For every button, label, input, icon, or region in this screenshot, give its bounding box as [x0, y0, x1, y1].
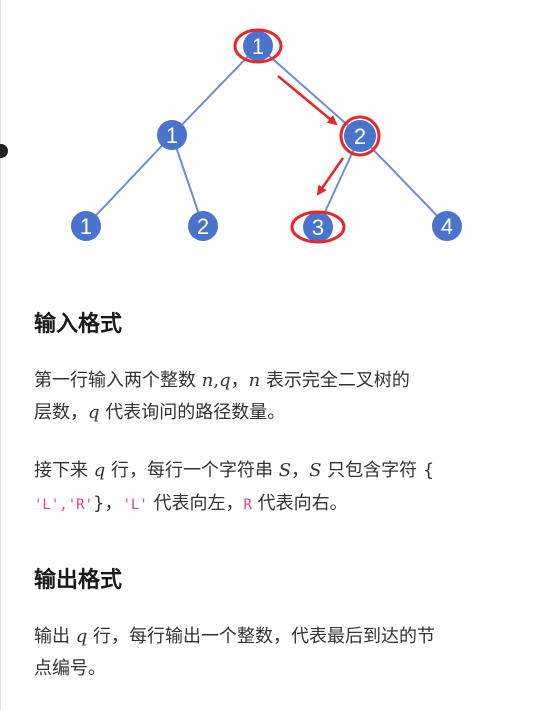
edge-left-right	[171, 134, 204, 227]
input-paragraph-1-line-1: 第一行输入两个整数 n,q，n 表示完全二叉树的	[34, 370, 410, 391]
input-paragraph-2-line-2: 'L','R'}，'L' 代表向左，R 代表向右。	[34, 493, 348, 514]
node-label: 1	[166, 123, 178, 148]
math-S: S	[309, 460, 322, 481]
code-LR: 'L','R'	[34, 497, 94, 513]
output-paragraph-line-2: 点编号。	[34, 658, 106, 679]
edge-root-right	[257, 45, 361, 137]
math-q: q	[75, 626, 88, 647]
tree-node-right: 2	[339, 115, 381, 157]
tree-nodes: 1 1 2 1 2 3 4	[71, 28, 462, 244]
math-S: S	[278, 460, 292, 481]
edge-left-left	[85, 134, 173, 227]
bullet-dot	[0, 144, 8, 158]
path-arrow-2-to-3	[316, 157, 345, 196]
path-arrows	[277, 75, 345, 196]
math-n: n	[201, 370, 214, 391]
input-paragraph-2-line-1: 接下来 q 行，每行一个字符串 S，S 只包含字符 {	[34, 460, 435, 481]
math-q: q	[88, 402, 100, 423]
math-n: n	[248, 370, 261, 391]
tree-node-right-left: 3	[290, 210, 346, 244]
tree-node-left-right: 2	[188, 211, 218, 241]
node-label: 3	[312, 215, 324, 240]
highlight-ring	[233, 28, 283, 64]
left-border	[0, 0, 1, 710]
code-R: R	[243, 497, 252, 513]
tree-node-left-left: 1	[71, 211, 101, 241]
highlight-ring	[339, 115, 381, 157]
binary-tree-diagram: 1 1 2 1 2 3 4	[71, 28, 462, 244]
node-label: 1	[80, 214, 92, 239]
tree-node-root: 1	[233, 28, 283, 64]
input-format-heading: 输入格式	[34, 312, 123, 337]
output-format-heading: 输出格式	[34, 568, 123, 593]
path-arrow-root-to-2	[277, 75, 338, 126]
edge-root-left	[171, 45, 259, 136]
tree-node-left: 1	[157, 120, 187, 150]
tree-node-right-right: 4	[432, 211, 462, 241]
math-comma: ,	[213, 370, 220, 391]
math-q: q	[219, 370, 231, 391]
math-q: q	[93, 460, 106, 481]
node-label: 2	[354, 124, 366, 149]
input-paragraph-1-line-2: 层数，q 代表询问的路径数量。	[34, 402, 286, 423]
highlight-ring	[290, 210, 346, 244]
code-L: 'L'	[122, 497, 148, 513]
node-label: 2	[197, 214, 209, 239]
tree-edges	[85, 45, 448, 228]
edge-right-right	[359, 135, 448, 227]
node-label: 1	[252, 34, 264, 59]
node-label: 4	[441, 214, 453, 239]
output-paragraph-line-1: 输出 q 行，每行输出一个整数，代表最后到达的节	[34, 626, 435, 647]
